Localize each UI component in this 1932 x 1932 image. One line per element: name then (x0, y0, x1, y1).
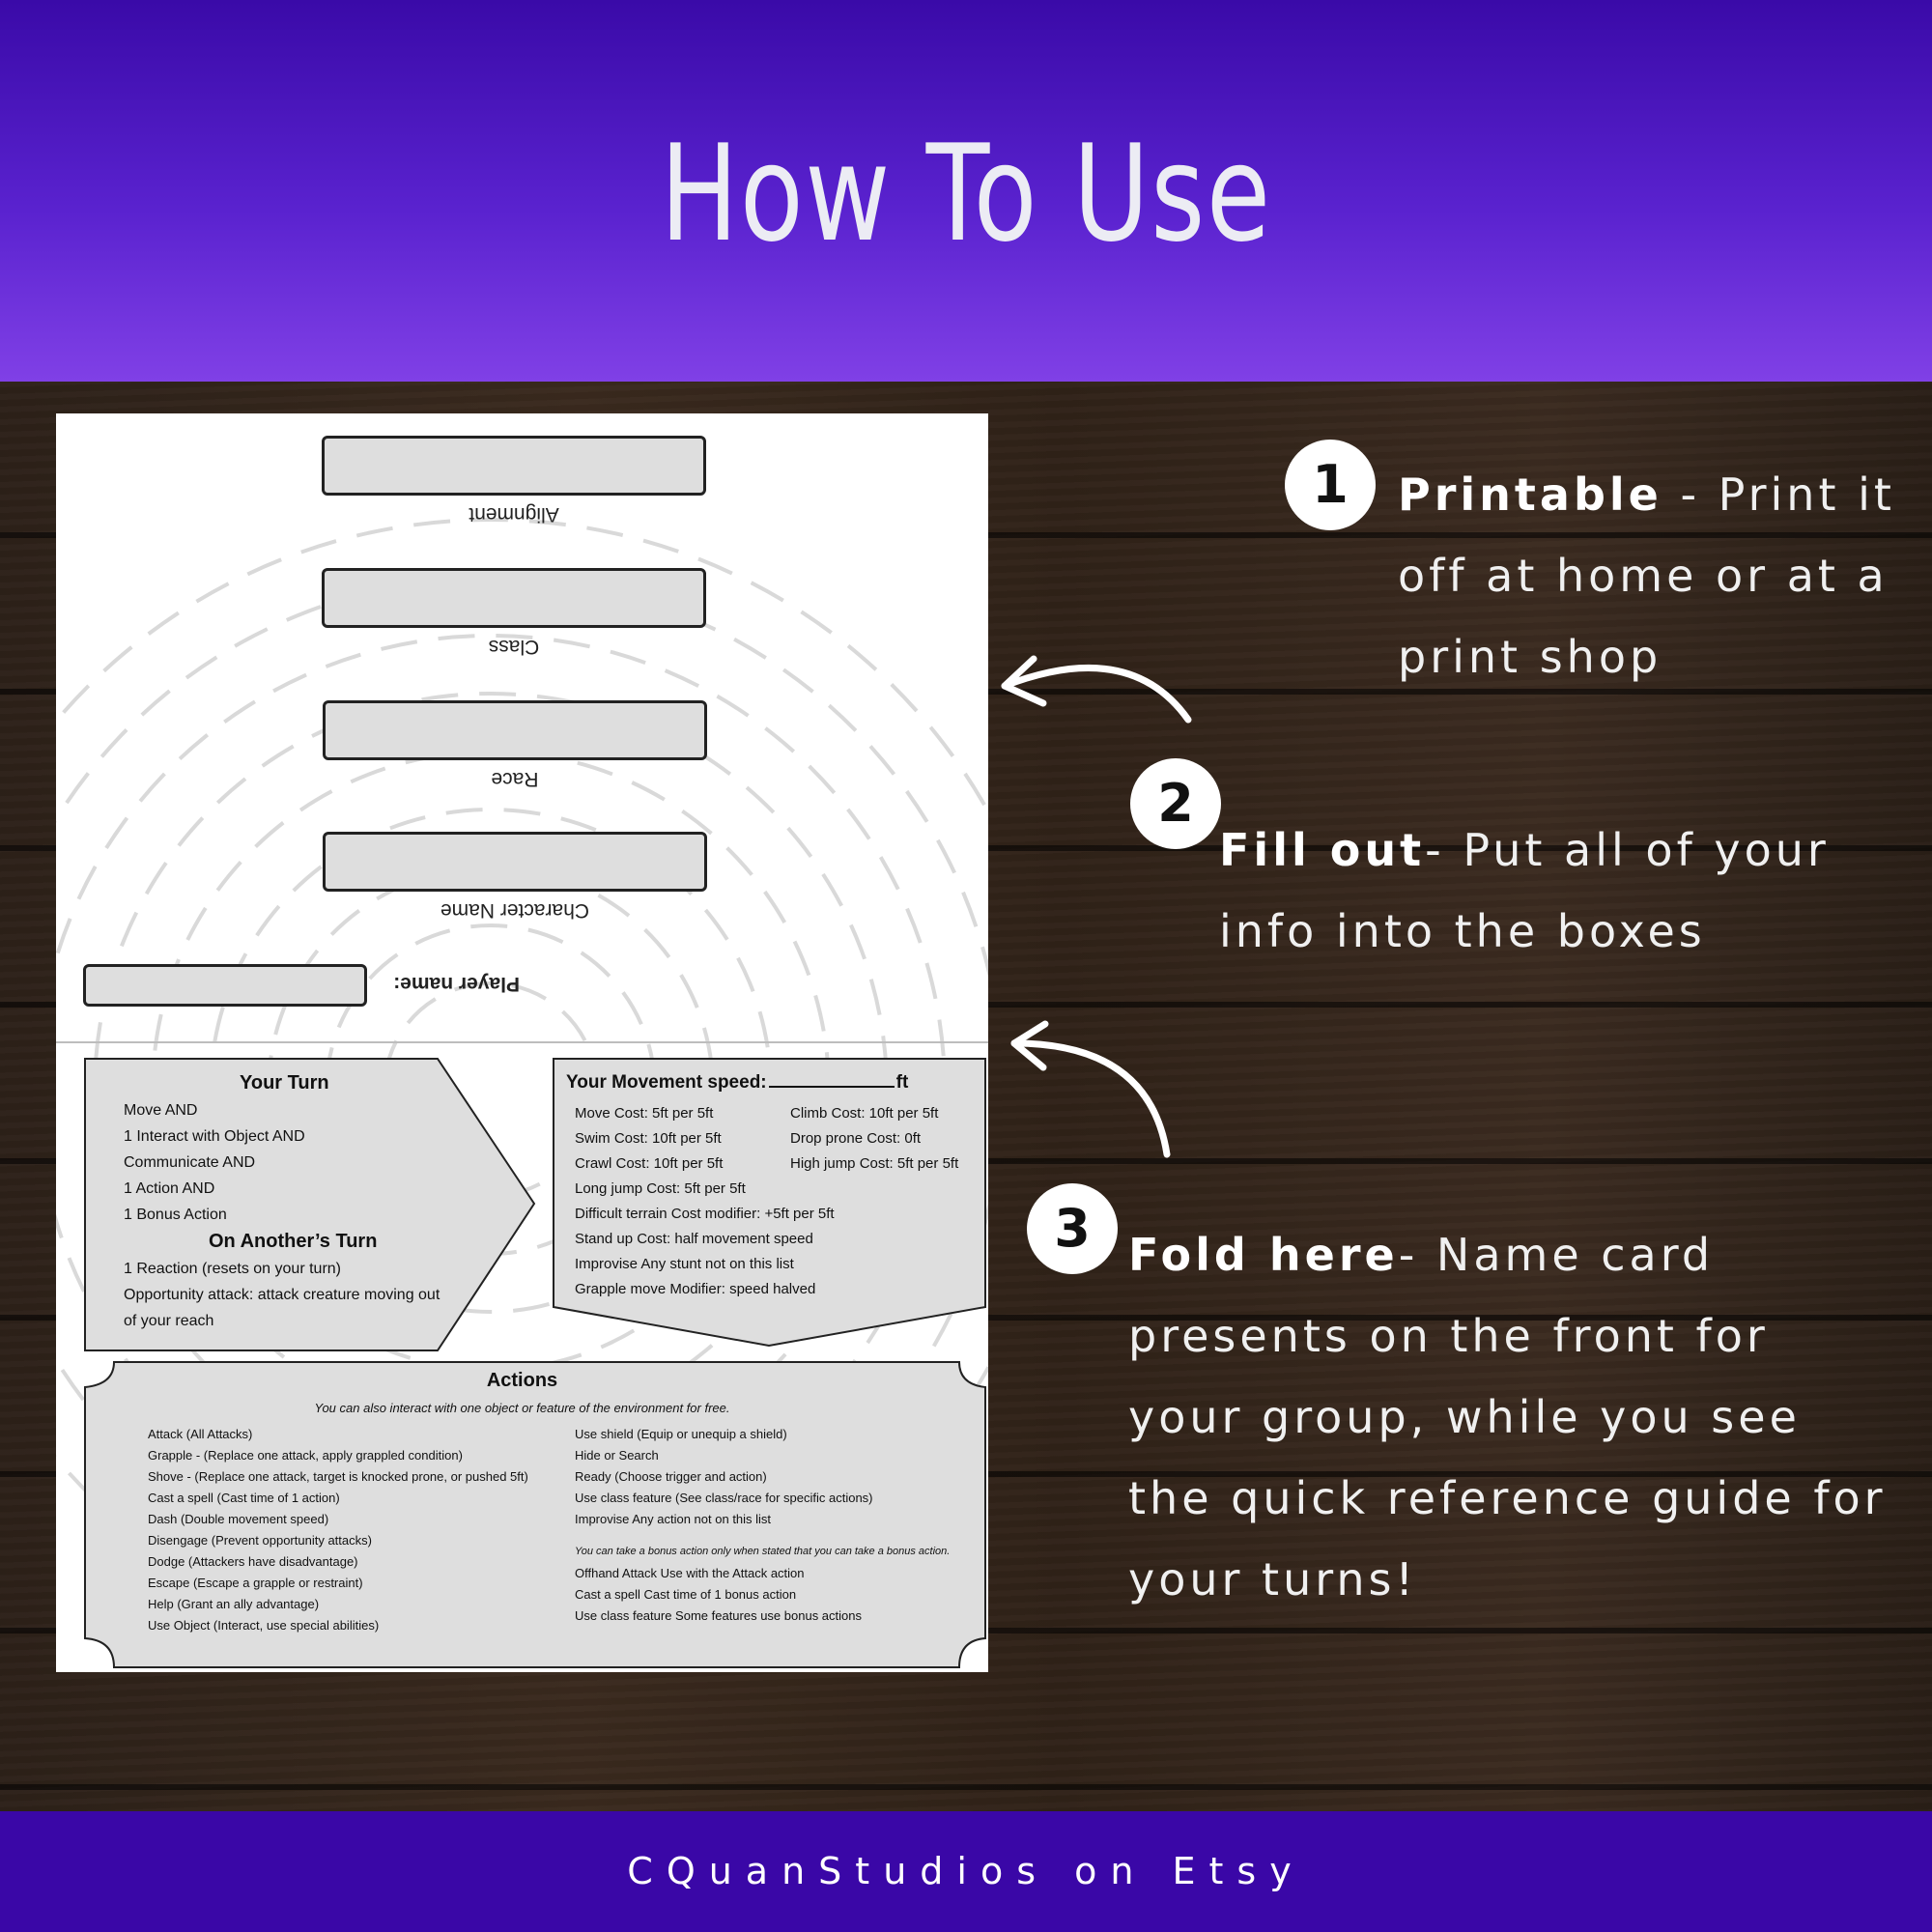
another-turn-title: On Another’s Turn (209, 1231, 378, 1252)
list-item: Grapple - (Replace one attack, apply gra… (148, 1448, 463, 1463)
list-item: Long jump Cost: 5ft per 5ft (575, 1180, 746, 1197)
list-item: High jump Cost: 5ft per 5ft (790, 1155, 959, 1172)
bonus-action-list: Offhand Attack Use with the Attack actio… (575, 1563, 862, 1627)
page-title: How To Use (660, 116, 1272, 271)
step-1-text: Printable - Print it off at home or at a… (1398, 469, 1895, 683)
step-number-3: 3 (1027, 1183, 1118, 1274)
step-number-2: 2 (1130, 758, 1221, 849)
actions-title: Actions (486, 1370, 558, 1391)
step-2-text: Fill out- Put all of your info into the … (1219, 824, 1830, 957)
movement-panel (553, 1058, 986, 1348)
list-item: Stand up Cost: half movement speed (575, 1231, 813, 1247)
alignment-box[interactable] (322, 436, 706, 496)
list-item: Use class feature (See class/race for sp… (575, 1491, 873, 1505)
player-name-box[interactable] (83, 964, 367, 1007)
list-item: Use class feature Some features use bonu… (575, 1608, 862, 1623)
list-item: 1 Action AND (124, 1180, 215, 1197)
your-turn-list: Move AND 1 Interact with Object AND Comm… (124, 1097, 305, 1228)
list-item: Dodge (Attackers have disadvantage) (148, 1554, 358, 1569)
list-item: Cast a spell Cast time of 1 bonus action (575, 1587, 797, 1602)
header-banner: How To Use (0, 0, 1932, 382)
list-item: Opportunity attack: attack creature movi… (124, 1287, 440, 1303)
class-box[interactable] (322, 568, 706, 628)
step-3-text: Fold here- Name card presents on the fro… (1128, 1229, 1887, 1605)
list-item: Attack (All Attacks) (148, 1427, 253, 1441)
actions-right-list: Use shield (Equip or unequip a shield) H… (575, 1424, 873, 1530)
list-item: Dash (Double movement speed) (148, 1512, 329, 1526)
list-item: Climb Cost: 10ft per 5ft (790, 1105, 939, 1122)
footer-banner: CQuanStudios on Etsy (0, 1811, 1932, 1932)
list-item: Move Cost: 5ft per 5ft (575, 1105, 714, 1122)
actions-subtitle: You can also interact with one object or… (314, 1401, 730, 1415)
list-item: Difficult terrain Cost modifier: +5ft pe… (575, 1206, 835, 1222)
step-number-1: 1 (1285, 440, 1376, 530)
list-item: 1 Bonus Action (124, 1207, 227, 1223)
list-item: Ready (Choose trigger and action) (575, 1469, 767, 1484)
list-item: Help (Grant an ally advantage) (148, 1597, 320, 1611)
actions-left-list: Attack (All Attacks) Grapple - (Replace … (148, 1424, 528, 1636)
list-item: Escape (Escape a grapple or restraint) (148, 1576, 363, 1590)
list-item: Communicate AND (124, 1154, 256, 1171)
list-item: Grapple move Modifier: speed halved (575, 1281, 816, 1297)
list-item: Move AND (124, 1102, 198, 1119)
list-item: Offhand Attack Use with the Attack actio… (575, 1566, 805, 1580)
another-turn-list: 1 Reaction (resets on your turn) Opportu… (124, 1256, 440, 1334)
list-item: of your reach (124, 1313, 214, 1329)
movement-title: Your Movement speed:ft (566, 1072, 909, 1093)
list-item: Cast a spell (Cast time of 1 action) (148, 1491, 340, 1505)
curved-arrow-icon (1010, 1020, 1171, 1158)
character-name-box[interactable] (323, 832, 707, 892)
bonus-action-note: You can take a bonus action only when st… (575, 1546, 951, 1557)
list-item: Improvise Any stunt not on this list (575, 1256, 794, 1272)
your-turn-title: Your Turn (240, 1072, 329, 1094)
your-turn-panel (84, 1058, 536, 1351)
list-item: Crawl Cost: 10ft per 5ft (575, 1155, 724, 1172)
race-box[interactable] (323, 700, 707, 760)
movement-right-list: Climb Cost: 10ft per 5ft Drop prone Cost… (790, 1101, 958, 1177)
list-item: 1 Interact with Object AND (124, 1128, 305, 1145)
movement-left-list: Move Cost: 5ft per 5ft Swim Cost: 10ft p… (575, 1101, 835, 1302)
fold-line (56, 1041, 988, 1043)
list-item: Shove - (Replace one attack, target is k… (148, 1469, 528, 1484)
list-item: Use Object (Interact, use special abilit… (148, 1618, 380, 1633)
list-item: Drop prone Cost: 0ft (790, 1130, 922, 1147)
printable-sheet: Alignment Class Race Character Name Play… (56, 413, 988, 1672)
list-item: Improvise Any action not on this list (575, 1512, 772, 1526)
list-item: 1 Reaction (resets on your turn) (124, 1261, 341, 1277)
actions-panel (84, 1361, 986, 1668)
list-item: Swim Cost: 10ft per 5ft (575, 1130, 722, 1147)
reference-panels (84, 1058, 986, 1668)
curved-arrow-icon (1001, 655, 1192, 724)
list-item: Use shield (Equip or unequip a shield) (575, 1427, 787, 1441)
footer-text: CQuanStudios on Etsy (627, 1850, 1305, 1892)
list-item: Hide or Search (575, 1448, 659, 1463)
list-item: Disengage (Prevent opportunity attacks) (148, 1533, 372, 1548)
